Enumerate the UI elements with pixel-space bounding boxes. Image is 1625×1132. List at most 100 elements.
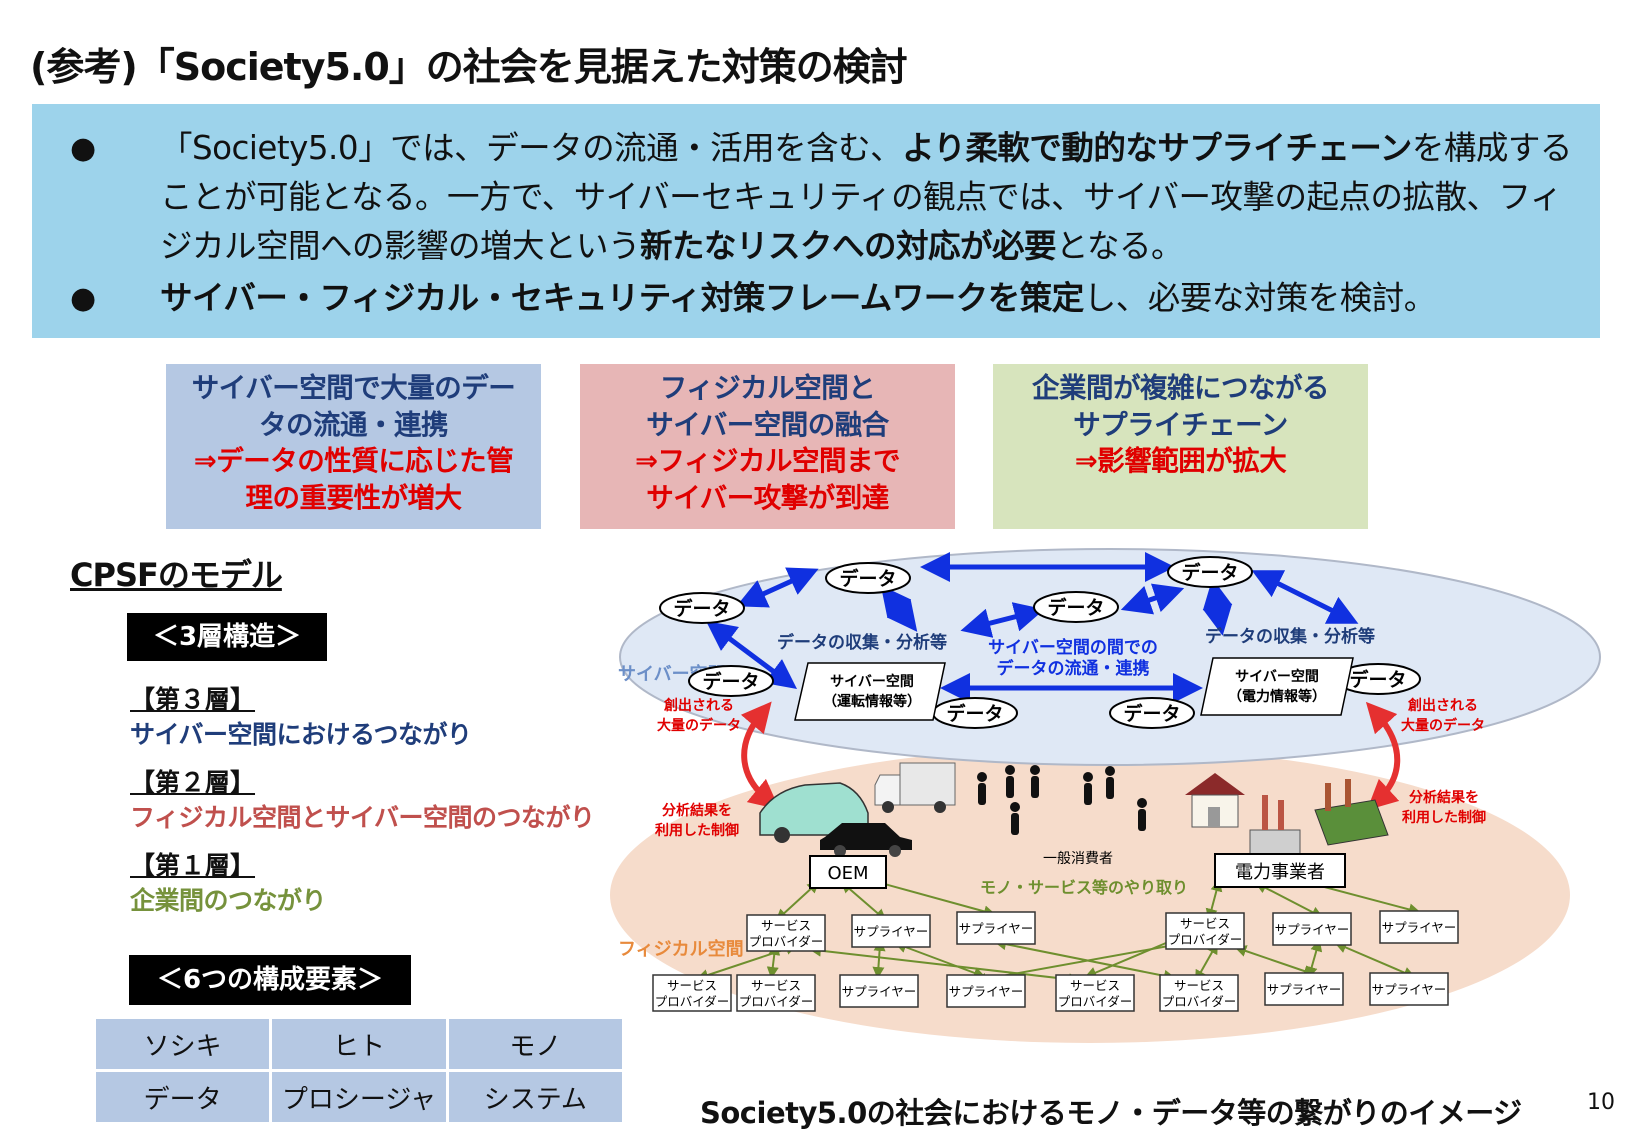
supplier-box: サプライヤー bbox=[851, 914, 931, 948]
truck-icon bbox=[874, 762, 956, 813]
supplier-box: サプライヤー bbox=[946, 974, 1026, 1008]
sedan-icon bbox=[820, 823, 912, 857]
svg-text:サプライヤー: サプライヤー bbox=[959, 921, 1034, 936]
generated-label-left-2: 大量のデータ bbox=[657, 717, 741, 734]
svg-text:サービス: サービス bbox=[1180, 916, 1230, 931]
svg-text:プロバイダー: プロバイダー bbox=[739, 994, 814, 1009]
cyber-box-power-info: サイバー空間 （電力情報等） bbox=[1200, 657, 1354, 716]
issue-box-1-line3: ⇒データの性質に応じた管 bbox=[193, 445, 514, 477]
svg-text:データ: データ bbox=[1047, 596, 1104, 619]
svg-text:サプライヤー: サプライヤー bbox=[1267, 982, 1342, 997]
collect-analyze-label-1: データの収集・分析等 bbox=[777, 632, 947, 653]
society5-diagram: サイバー空間 フィジカル空間 データ データ データ データ データ データ デ… bbox=[610, 548, 1601, 1043]
svg-text:サイバー空間: サイバー空間 bbox=[830, 673, 914, 690]
svg-text:サービス: サービス bbox=[751, 978, 801, 993]
svg-text:OEM: OEM bbox=[827, 863, 868, 884]
collect-analyze-label-2: データの収集・分析等 bbox=[1205, 626, 1375, 647]
diagram-caption: Society5.0の社会におけるモノ・データ等の繋がりのイメージ bbox=[700, 1096, 1522, 1130]
layer2-text: フィジカル空間とサイバー空間のつながり bbox=[130, 803, 595, 832]
element-cell: ソシキ bbox=[92, 1016, 273, 1072]
car-icon bbox=[759, 782, 869, 843]
issue-box-1-line2: タの流通・連携 bbox=[259, 408, 449, 441]
bullet1-text-2: を構成することが可能となる。一方で、サイバーセキュリティの観点では、サイバー攻撃… bbox=[160, 129, 1572, 265]
data-ovals: データ データ データ データ データ データ データ データ bbox=[659, 556, 1421, 729]
issue-box-2-line3: ⇒フィジカル空間まで bbox=[635, 445, 901, 477]
svg-text:（運転情報等）: （運転情報等） bbox=[823, 693, 921, 710]
svg-text:データ: データ bbox=[1181, 561, 1238, 584]
data-oval: データ bbox=[1033, 591, 1119, 623]
control-label-left-2: 利用した制御 bbox=[655, 822, 739, 839]
supply-chain-lines bbox=[696, 875, 1421, 986]
bullet2-bold-1: サイバー・フィジカル・セキュリティ対策フレームワークを策定 bbox=[160, 279, 1084, 317]
svg-text:データ: データ bbox=[702, 670, 759, 693]
red-curved-arrow-right bbox=[1365, 701, 1401, 811]
power-company-box: 電力事業者 bbox=[1214, 853, 1346, 888]
svg-text:サプライヤー: サプライヤー bbox=[1372, 982, 1447, 997]
svg-text:サービス: サービス bbox=[1070, 978, 1120, 993]
issue-box-3-line3: ⇒影響範囲が拡大 bbox=[1074, 445, 1287, 477]
data-arrow bbox=[1202, 578, 1233, 636]
svg-text:サプライヤー: サプライヤー bbox=[1275, 922, 1350, 937]
issue-box-1-line4: 理の重要性が増大 bbox=[245, 481, 463, 514]
data-oval: データ bbox=[688, 665, 774, 697]
layer3-text: サイバー空間におけるつながり bbox=[130, 720, 472, 749]
bullet1-text-1: 「Society5.0」では、データの流通・活用を含む、 bbox=[160, 129, 903, 167]
supplier-box: サプライヤー bbox=[956, 911, 1036, 945]
data-arrow bbox=[880, 585, 918, 632]
house-icon bbox=[1185, 773, 1245, 828]
svg-text:データ: データ bbox=[673, 597, 730, 620]
data-oval: データ bbox=[1109, 697, 1195, 729]
data-arrow bbox=[705, 621, 798, 689]
element-cell: ヒト bbox=[269, 1016, 449, 1072]
summary-panel: ● 「Society5.0」では、データの流通・活用を含む、より柔軟で動的なサプ… bbox=[32, 104, 1600, 338]
svg-text:電力事業者: 電力事業者 bbox=[1235, 862, 1325, 883]
svg-text:データ: データ bbox=[839, 567, 896, 590]
svg-text:データ: データ bbox=[1123, 702, 1180, 725]
data-arrow bbox=[1251, 570, 1359, 624]
bullet1-bold-1: より柔軟で動的なサプライチェーン bbox=[902, 129, 1412, 167]
supplier-box: サプライヤー bbox=[839, 974, 919, 1008]
data-oval: データ bbox=[659, 592, 745, 624]
data-oval: データ bbox=[825, 562, 911, 594]
svg-text:サプライヤー: サプライヤー bbox=[949, 984, 1024, 999]
layer2-heading: 【第２層】 bbox=[130, 768, 256, 797]
generated-label-left-1: 創出される bbox=[663, 697, 734, 714]
element-cell: システム bbox=[445, 1069, 626, 1125]
cyber-box-driving-info: サイバー空間 （運転情報等） bbox=[794, 662, 946, 721]
control-label-right-2: 利用した制御 bbox=[1402, 809, 1486, 826]
issue-box-2-line2: サイバー空間の融合 bbox=[646, 408, 889, 441]
bullet1-text-3: となる。 bbox=[1056, 227, 1184, 265]
layer1-text: 企業間のつながり bbox=[130, 886, 327, 915]
svg-text:（電力情報等）: （電力情報等） bbox=[1228, 688, 1326, 705]
svg-text:サプライヤー: サプライヤー bbox=[842, 984, 917, 999]
element-cell: モノ bbox=[445, 1016, 626, 1072]
svg-text:サプライヤー: サプライヤー bbox=[1382, 920, 1457, 935]
generated-label-right-2: 大量のデータ bbox=[1401, 717, 1485, 734]
generated-label-right-1: 創出される bbox=[1407, 697, 1478, 714]
data-oval: データ bbox=[932, 697, 1018, 729]
oem-box: OEM bbox=[809, 855, 887, 889]
issue-box-3-line2: サプライチェーン bbox=[1073, 408, 1288, 441]
data-oval: データ bbox=[1335, 663, 1421, 695]
data-arrow bbox=[1120, 583, 1185, 615]
bullet1-bold-2: 新たなリスクへの対応が必要 bbox=[640, 227, 1057, 265]
svg-text:サイバー空間: サイバー空間 bbox=[1235, 668, 1319, 685]
control-label-right-1: 分析結果を bbox=[1409, 789, 1479, 806]
svg-text:データ: データ bbox=[946, 702, 1003, 725]
issue-box-data-flow: サイバー空間で大量のデー タの流通・連携 ⇒データの性質に応じた管 理の重要性が… bbox=[166, 364, 541, 529]
cpsf-heading: CPSFのモデル bbox=[70, 556, 283, 594]
red-annotations: 創出される 大量のデータ 創出される 大量のデータ 分析結果を 利用した制御 分… bbox=[655, 697, 1486, 839]
flow-label-line2: データの流通・連携 bbox=[997, 658, 1150, 679]
six-elements-label: ＜6つの構成要素＞ bbox=[129, 955, 411, 1005]
red-curved-arrow-left bbox=[740, 701, 780, 810]
issue-box-2-line4: サイバー攻撃が到達 bbox=[646, 481, 889, 514]
issue-box-3-line1: 企業間が複雑につながる bbox=[1032, 372, 1330, 404]
svg-text:プロバイダー: プロバイダー bbox=[749, 934, 824, 949]
svg-text:サプライヤー: サプライヤー bbox=[854, 924, 929, 939]
issue-box-1-line1: サイバー空間で大量のデー bbox=[191, 372, 516, 404]
